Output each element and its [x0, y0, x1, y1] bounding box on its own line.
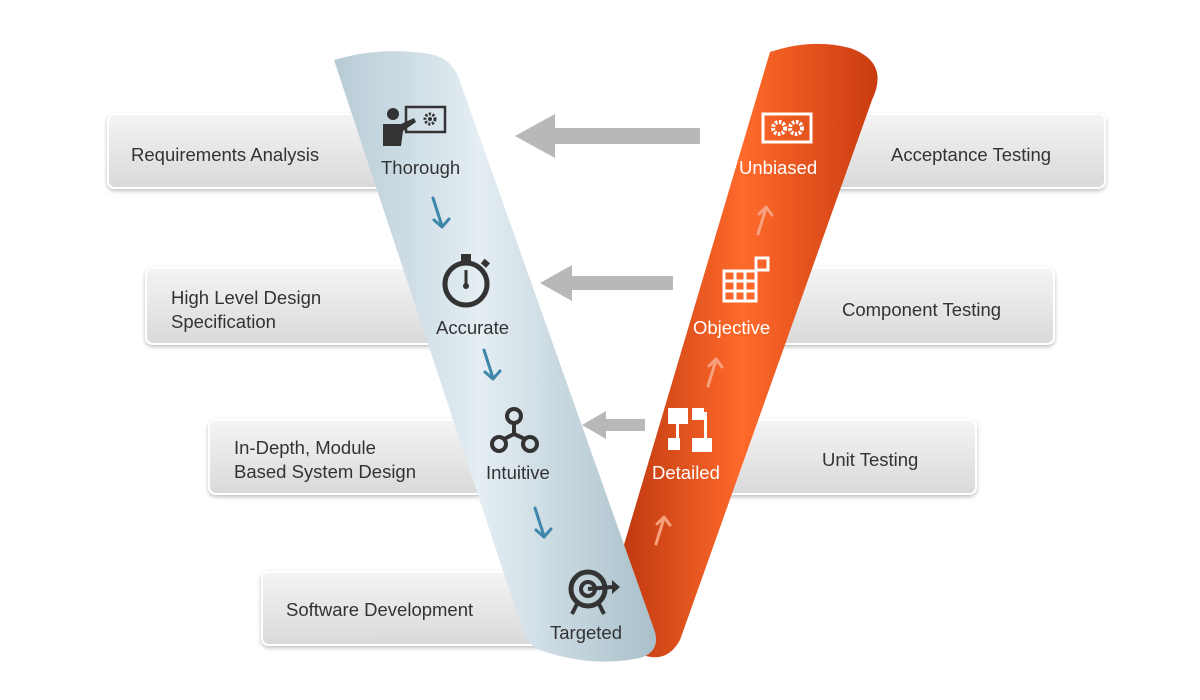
phase-label: Acceptance Testing: [891, 144, 1051, 165]
quality-unbiased: Unbiased: [739, 157, 817, 178]
validation-arm: [334, 51, 656, 662]
down-arrow-icon: [431, 196, 451, 229]
phase-label: Software Development: [286, 599, 473, 620]
phase-label: Component Testing: [842, 299, 1001, 320]
up-arrow-icon: [654, 515, 672, 546]
phase-label-line-1: In-Depth, Module: [234, 437, 376, 458]
phase-label-line-2: Based System Design: [234, 461, 416, 482]
phase-high-level-design: High Level Design Specification: [145, 267, 447, 345]
phase-requirements-analysis: Requirements Analysis: [107, 113, 439, 189]
gears-box-icon: [761, 112, 813, 144]
phase-label: Requirements Analysis: [131, 144, 319, 165]
grid-blocks-icon: [722, 256, 770, 303]
feedback-arrow-unit: [582, 411, 645, 439]
quality-intuitive: Intuitive: [486, 462, 550, 483]
up-arrow-icon: [706, 357, 724, 388]
target-icon: [568, 569, 620, 615]
feedback-arrow-component: [540, 265, 673, 301]
phase-component-testing: Component Testing: [723, 267, 1055, 345]
phase-module-system-design: In-Depth, Module Based System Design: [208, 419, 500, 495]
quality-objective: Objective: [693, 317, 770, 338]
stopwatch-icon: [442, 254, 490, 308]
up-arrows: [654, 205, 774, 546]
phase-label: Unit Testing: [822, 449, 918, 470]
feedback-arrows: [515, 114, 700, 439]
phase-label-line-2: Specification: [171, 311, 276, 332]
quality-accurate: Accurate: [436, 317, 509, 338]
feedback-arrow-acceptance: [515, 114, 700, 158]
quality-detailed: Detailed: [652, 462, 720, 483]
quality-targeted: Targeted: [550, 622, 622, 643]
right-phase-boxes: Acceptance Testing Component Testing Uni…: [665, 113, 1106, 495]
network-nodes-icon: [490, 407, 539, 453]
presenter-board-icon: [383, 105, 447, 146]
phase-software-development: Software Development: [261, 571, 563, 646]
verification-arm: [607, 43, 878, 658]
down-arrows: [431, 196, 553, 539]
phase-label-line-1: High Level Design: [171, 287, 321, 308]
up-arrow-icon: [756, 205, 774, 236]
down-arrow-icon: [533, 506, 553, 539]
down-arrow-icon: [482, 348, 502, 381]
quality-thorough: Thorough: [381, 157, 460, 178]
flowchart-icon: [668, 408, 712, 452]
left-phase-boxes: Requirements Analysis High Level Design …: [107, 113, 563, 646]
